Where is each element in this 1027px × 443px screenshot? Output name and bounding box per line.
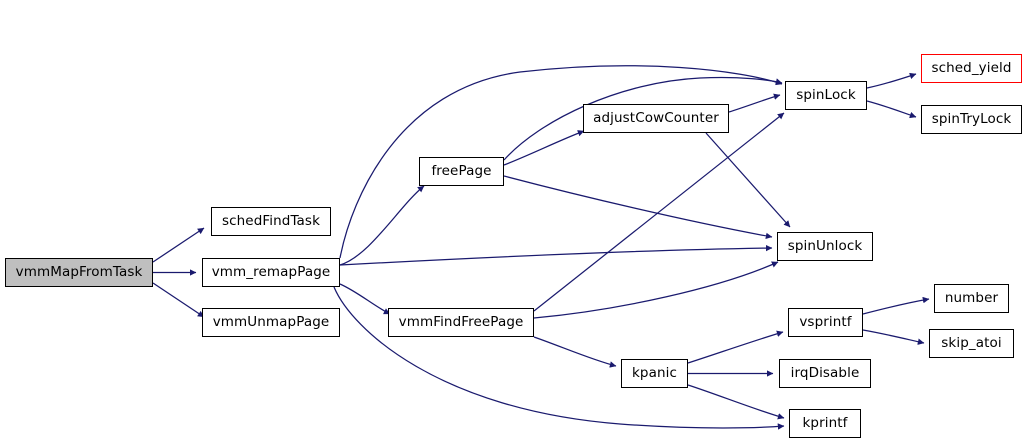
- edge-vmmMapFromTask-schedFindTask: [152, 227, 205, 263]
- edge-freePage-spinLock: [503, 76, 783, 161]
- node-label: kprintf: [802, 414, 848, 431]
- node-spinTryLock[interactable]: spinTryLock: [921, 105, 1022, 134]
- edge-vmm_remapPage-spinUnlock: [339, 244, 773, 266]
- node-label: spinLock: [796, 86, 856, 103]
- node-label: freePage: [431, 162, 492, 179]
- node-label: adjustCowCounter: [593, 109, 719, 126]
- edge-freePage-spinUnlock: [503, 175, 773, 240]
- edge-spinLock-spinTryLock: [866, 100, 917, 119]
- node-irqDisable[interactable]: irqDisable: [779, 359, 871, 388]
- edge-freePage-adjustCowCounter: [503, 130, 585, 166]
- edge-vmm_remapPage-spinLock: [339, 65, 783, 259]
- edge-vmm_remapPage-kprintf: [333, 286, 785, 430]
- node-vmmFindFreePage[interactable]: vmmFindFreePage: [388, 308, 534, 337]
- node-label: irqDisable: [790, 364, 860, 381]
- edge-vmmFindFreePage-spinUnlock: [533, 261, 779, 319]
- node-label: spinTryLock: [931, 110, 1012, 127]
- edge-vmmFindFreePage-kpanic: [533, 336, 617, 368]
- node-kprintf[interactable]: kprintf: [789, 409, 861, 438]
- node-label: sched_yield: [931, 59, 1012, 76]
- node-label: spinUnlock: [787, 237, 863, 254]
- node-label: vmmFindFreePage: [398, 313, 524, 330]
- edge-kpanic-kprintf: [687, 384, 785, 420]
- edge-spinLock-sched_yield: [866, 72, 917, 89]
- node-schedFindTask[interactable]: schedFindTask: [211, 207, 331, 236]
- edge-vmmMapFromTask-vmmUnmapPage: [152, 282, 205, 318]
- node-spinLock[interactable]: spinLock: [785, 81, 867, 110]
- edge-vsprintf-skip_atoi: [862, 329, 925, 345]
- node-spinUnlock[interactable]: spinUnlock: [777, 232, 873, 261]
- node-label: vmm_remapPage: [211, 263, 331, 280]
- node-vmm_remapPage[interactable]: vmm_remapPage: [202, 258, 340, 287]
- node-adjustCowCounter[interactable]: adjustCowCounter: [583, 104, 729, 133]
- edge-vmm_remapPage-vmmFindFreePage: [339, 283, 391, 315]
- node-sched_yield[interactable]: sched_yield: [921, 54, 1022, 83]
- edge-adjustCowCounter-spinUnlock: [705, 132, 791, 228]
- node-label: vmmMapFromTask: [15, 263, 143, 280]
- edge-vsprintf-number: [862, 296, 930, 315]
- node-label: schedFindTask: [222, 212, 320, 229]
- node-label: vsprintf: [799, 313, 852, 330]
- edge-vmm_remapPage-freePage: [339, 185, 425, 266]
- edge-kpanic-vsprintf: [687, 330, 784, 364]
- node-vmmUnmapPage[interactable]: vmmUnmapPage: [202, 308, 340, 337]
- node-number[interactable]: number: [934, 284, 1009, 313]
- node-label: number: [944, 289, 999, 306]
- node-kpanic[interactable]: kpanic: [621, 359, 688, 388]
- edge-vmmFindFreePage-spinLock: [533, 112, 785, 312]
- node-freePage[interactable]: freePage: [419, 157, 504, 186]
- node-label: vmmUnmapPage: [212, 313, 330, 330]
- node-label: skip_atoi: [941, 334, 1002, 351]
- node-vsprintf[interactable]: vsprintf: [788, 308, 863, 337]
- edge-adjustCowCounter-spinLock: [728, 93, 781, 113]
- node-skip_atoi[interactable]: skip_atoi: [929, 329, 1014, 358]
- node-vmmMapFromTask[interactable]: vmmMapFromTask: [5, 258, 153, 287]
- node-label: kpanic: [632, 364, 677, 381]
